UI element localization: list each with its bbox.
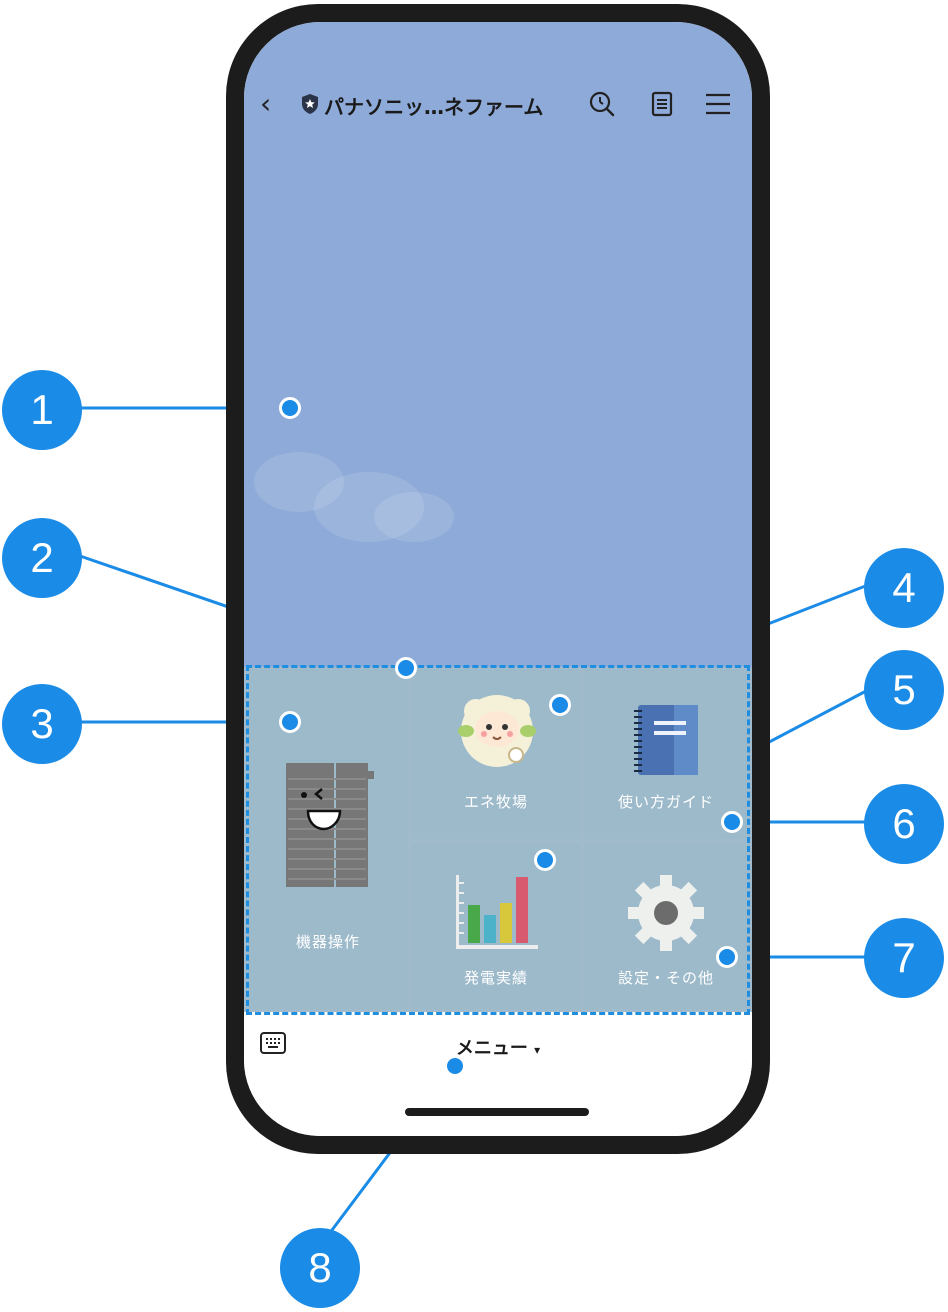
- search-icon[interactable]: [588, 90, 616, 118]
- shield-star-icon: [302, 94, 318, 114]
- callout-4: 4: [864, 548, 944, 628]
- callout-anchor-1: [279, 397, 301, 419]
- home-indicator: [405, 1108, 589, 1116]
- rich-menu-results-label: 発電実績: [463, 969, 528, 987]
- caret-down-icon: ▾: [534, 1043, 541, 1057]
- callout-6: 6: [864, 784, 944, 864]
- callout-anchor-8: [444, 1055, 466, 1077]
- callout-anchor-3: [279, 711, 301, 733]
- rich-menu-settings-label: 設定・その他: [617, 969, 714, 987]
- chat-background: [244, 22, 752, 667]
- callout-anchor-6: [721, 811, 743, 833]
- callout-8: 8: [280, 1228, 360, 1308]
- callout-anchor-4: [549, 694, 571, 716]
- cloud: [254, 452, 344, 512]
- menu-toggle[interactable]: メニュー ▾: [244, 1034, 752, 1060]
- callout-anchor-2: [395, 657, 417, 679]
- callout-7: 7: [864, 918, 944, 998]
- chevron-left-icon[interactable]: ‹: [260, 87, 272, 120]
- callout-1: 1: [2, 370, 82, 450]
- rich-menu: 機器操作 エネ牧場: [244, 667, 752, 1012]
- hamburger-menu-icon[interactable]: [704, 90, 732, 118]
- chat-title: パナソニッ…ネファーム: [324, 95, 544, 119]
- callout-2: 2: [2, 518, 82, 598]
- rich-menu-guide-label: 使い方ガイド: [617, 793, 714, 811]
- phone-screen: ‹ パナソニッ…ネファーム: [244, 22, 752, 1136]
- rich-menu-results[interactable]: 発電実績: [412, 843, 580, 1009]
- rich-menu-equipment-label: 機器操作: [295, 933, 360, 951]
- notebook-icon: [634, 705, 698, 775]
- fuel-cell-unit-icon: [286, 763, 374, 887]
- callout-5: 5: [864, 650, 944, 730]
- rich-menu-equipment[interactable]: 機器操作: [248, 669, 408, 1009]
- notes-icon[interactable]: [648, 90, 676, 118]
- callout-anchor-5: [534, 849, 556, 871]
- cloud: [314, 472, 424, 542]
- rich-menu-settings[interactable]: 設定・その他: [584, 843, 748, 1009]
- cloud: [374, 492, 454, 542]
- keyboard-icon[interactable]: [260, 1032, 286, 1054]
- chat-header: ‹ パナソニッ…ネファーム: [244, 84, 752, 124]
- bar-chart-icon: [456, 875, 538, 949]
- callout-anchor-7: [716, 946, 738, 968]
- rich-menu-ene-farm-label: エネ牧場: [463, 793, 528, 811]
- callout-3: 3: [2, 684, 82, 764]
- menu-toggle-label: メニュー: [455, 1038, 528, 1059]
- sheep-mascot-icon: [458, 695, 536, 767]
- rich-menu-guide[interactable]: 使い方ガイド: [584, 669, 748, 839]
- gear-icon: [628, 875, 704, 951]
- bottom-bar: メニュー ▾: [244, 1012, 752, 1136]
